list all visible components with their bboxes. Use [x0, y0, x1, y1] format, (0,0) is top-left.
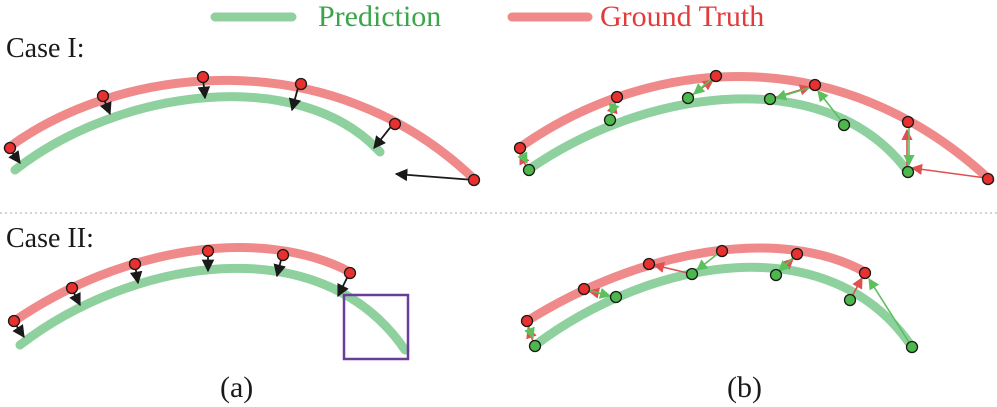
- prediction-curve: [523, 94, 913, 177]
- prediction-points: [528, 267, 919, 354]
- ground-truth-points: [520, 244, 872, 328]
- ground-truth-legend-label: Ground Truth: [600, 0, 764, 33]
- prediction-point: [603, 113, 617, 127]
- prediction-point: [905, 340, 919, 354]
- prediction-point: [769, 268, 783, 282]
- ground-truth-point: [388, 117, 402, 131]
- case-1-panel-a: [3, 70, 481, 187]
- match-arrow: [394, 168, 475, 182]
- ground-truth-point: [981, 172, 995, 186]
- ground-truth-point: [201, 244, 215, 258]
- legend: Prediction Ground Truth: [210, 0, 764, 33]
- ground-truth-point: [276, 248, 290, 262]
- ground-truth-curve: [514, 72, 995, 185]
- ground-truth-point: [467, 173, 481, 187]
- prediction-points: [522, 91, 915, 179]
- match-arrow: [774, 85, 816, 101]
- case-1-panel-b: [513, 69, 995, 186]
- prediction-point: [681, 91, 695, 105]
- case-2-panel-b: [520, 243, 919, 354]
- ground-truth-point: [610, 90, 624, 104]
- ground-truth-point: [642, 257, 656, 271]
- match-arrows: [8, 77, 475, 182]
- prediction-point: [522, 163, 536, 177]
- ground-truth-point: [858, 266, 872, 280]
- prediction-point: [901, 165, 915, 179]
- ground-truth-points: [3, 70, 481, 187]
- prediction-point: [528, 339, 542, 353]
- ground-truth-point: [901, 115, 915, 129]
- ground-truth-point: [513, 141, 527, 155]
- ground-truth-point: [7, 314, 21, 328]
- prediction-curve: [15, 263, 410, 355]
- ground-truth-point: [128, 257, 142, 271]
- case-1-label: Case I:: [6, 33, 85, 64]
- match-arrow: [817, 90, 845, 125]
- subfigure-b-label: (b): [727, 371, 762, 404]
- prediction-point: [763, 92, 777, 106]
- case-2-label: Case II:: [6, 223, 94, 254]
- ground-truth-curve: [3, 75, 480, 185]
- ground-truth-point: [65, 281, 79, 295]
- match-arrow: [696, 251, 721, 271]
- ground-truth-point: [343, 266, 357, 280]
- ground-truth-point: [96, 89, 110, 103]
- ground-truth-curve: [522, 243, 870, 326]
- ground-truth-point: [520, 314, 534, 328]
- prediction-point: [609, 290, 623, 304]
- match-arrow: [910, 163, 987, 179]
- ground-truth-points: [7, 244, 357, 328]
- match-arrow: [868, 278, 913, 348]
- ground-truth-point: [294, 77, 308, 91]
- ground-truth-points: [513, 69, 995, 186]
- case-2-panel-a: [7, 243, 410, 361]
- ground-truth-point: [715, 244, 729, 258]
- ground-truth-point: [196, 70, 210, 84]
- missing-region-box: [342, 293, 410, 361]
- match-arrow: [373, 123, 394, 149]
- ground-truth-curve: [8, 243, 355, 327]
- prediction-point: [685, 267, 699, 281]
- ground-truth-point: [790, 247, 804, 261]
- ground-truth-point: [577, 282, 591, 296]
- subfigure-a-label: (a): [220, 371, 253, 404]
- prediction-point: [843, 293, 857, 307]
- ground-truth-point: [709, 69, 723, 83]
- prediction-legend-label: Prediction: [318, 0, 441, 33]
- match-arrow: [652, 261, 693, 275]
- ground-truth-point: [3, 141, 17, 155]
- prediction-curve: [529, 262, 917, 352]
- prediction-point: [837, 118, 851, 132]
- ground-truth-point: [808, 78, 822, 92]
